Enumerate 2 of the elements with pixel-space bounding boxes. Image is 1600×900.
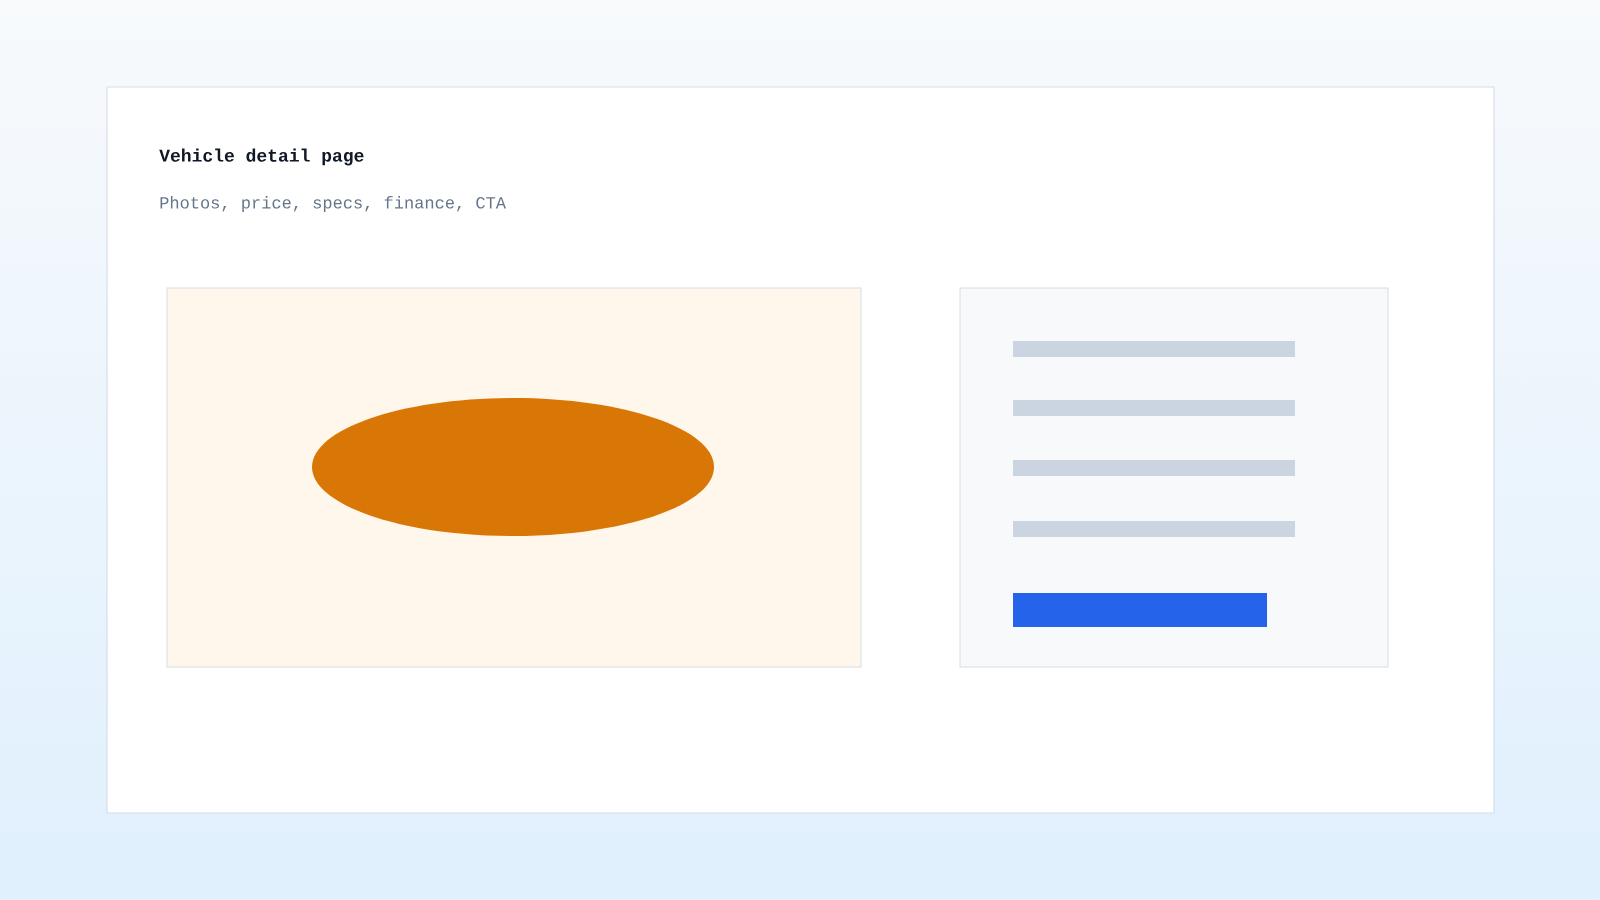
subtitle: Photos, price, specs, finance, CTA [160, 196, 506, 212]
title: Vehicle detail page [159, 148, 364, 166]
